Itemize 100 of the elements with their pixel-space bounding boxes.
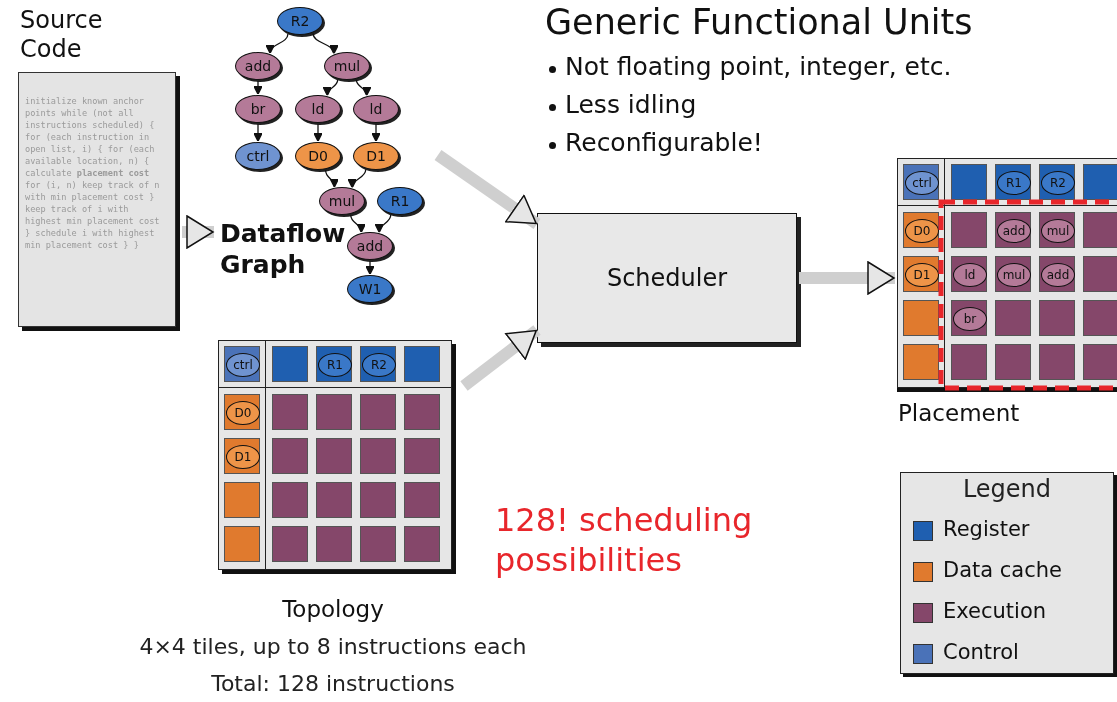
instruction-node: W1 xyxy=(347,275,393,303)
arrow xyxy=(355,79,371,96)
execution-tile xyxy=(404,438,440,474)
instruction-node: ld xyxy=(353,95,399,123)
arrow xyxy=(375,214,392,233)
execution-tile xyxy=(1083,300,1117,336)
register-tile xyxy=(995,164,1031,200)
instruction-node: D0 xyxy=(295,142,341,170)
execution-tile xyxy=(316,482,352,518)
arrow xyxy=(371,123,381,142)
execution-tile xyxy=(995,212,1031,248)
execution-tile xyxy=(1083,212,1117,248)
execution-tile xyxy=(951,256,987,292)
instruction-node: add xyxy=(235,52,281,80)
arrow xyxy=(313,123,323,142)
execution-tile xyxy=(1039,256,1075,292)
instruction-node: add xyxy=(347,232,393,260)
control-tile xyxy=(224,346,260,382)
instruction-node: br xyxy=(235,95,281,123)
arrow xyxy=(253,80,263,95)
heading: Topology xyxy=(281,596,385,622)
instruction-node: mul xyxy=(319,187,365,215)
data-cache-tile xyxy=(224,394,260,430)
register-tile xyxy=(272,346,308,382)
execution-tile xyxy=(360,394,396,430)
arrow xyxy=(365,260,375,275)
arrow xyxy=(312,32,338,55)
data-cache-tile xyxy=(903,300,939,336)
arrow xyxy=(253,123,263,142)
bullet-item: Less idling xyxy=(565,90,697,119)
arrow xyxy=(348,168,367,189)
execution-tile xyxy=(316,526,352,562)
execution-tile xyxy=(951,344,987,380)
execution-tile xyxy=(404,526,440,562)
data-cache-tile xyxy=(224,482,260,518)
instruction-bubble: ctrl xyxy=(226,353,260,377)
instruction-bubble: add xyxy=(997,219,1031,243)
execution-tile xyxy=(360,482,396,518)
register-tile xyxy=(404,346,440,382)
execution-tile xyxy=(1039,344,1075,380)
instruction-bubble: ctrl xyxy=(905,171,939,195)
execution-tile xyxy=(272,438,308,474)
execution-tile xyxy=(316,394,352,430)
execution-tile xyxy=(272,394,308,430)
data-cache-tile xyxy=(903,212,939,248)
instruction-bubble: R1 xyxy=(318,353,352,377)
arrow xyxy=(324,169,339,188)
register-tile xyxy=(316,346,352,382)
execution-tile xyxy=(404,394,440,430)
execution-tile xyxy=(1039,212,1075,248)
execution-tile xyxy=(360,438,396,474)
instruction-bubble: mul xyxy=(1041,219,1075,243)
instruction-node: R1 xyxy=(377,187,423,215)
register-tile xyxy=(1083,164,1117,200)
arrow xyxy=(323,79,339,96)
legend-label: Data cache xyxy=(943,558,1062,582)
data-cache-tile xyxy=(903,256,939,292)
execution-tile xyxy=(951,300,987,336)
instruction-bubble: br xyxy=(953,307,987,331)
legend-label: Execution xyxy=(943,599,1047,623)
instruction-bubble: R2 xyxy=(1041,171,1075,195)
legend-heading: Legend xyxy=(961,475,1053,503)
execution-tile xyxy=(404,482,440,518)
heading: Source Code xyxy=(20,6,104,64)
description: Total: 128 instructions xyxy=(210,671,456,696)
heading: Placement xyxy=(898,400,1020,426)
execution-tile xyxy=(951,212,987,248)
execution-tile xyxy=(1083,256,1117,292)
legend-label: Register xyxy=(943,517,1030,541)
register-tile xyxy=(360,346,396,382)
note: 128! scheduling possibilities xyxy=(495,500,754,580)
instruction-bubble: mul xyxy=(997,263,1031,287)
data-cache-tile xyxy=(224,438,260,474)
execution-tile xyxy=(272,526,308,562)
instruction-bubble: D0 xyxy=(905,219,939,243)
instruction-bubble: D1 xyxy=(226,445,260,469)
execution-tile xyxy=(995,344,1031,380)
instruction-bubble: R2 xyxy=(362,353,396,377)
description: 4×4 tiles, up to 8 instructions each xyxy=(138,634,528,659)
instruction-bubble: ld xyxy=(953,263,987,287)
instruction-node: D1 xyxy=(353,142,399,170)
arrow xyxy=(434,150,541,229)
execution-tile xyxy=(995,300,1031,336)
control-tile xyxy=(903,164,939,200)
execution-tile xyxy=(995,256,1031,292)
instruction-bubble: add xyxy=(1041,263,1075,287)
title: Generic Functional Units xyxy=(545,2,973,42)
instruction-node: ld xyxy=(295,95,341,123)
instruction-node: mul xyxy=(324,52,370,80)
register-tile xyxy=(951,164,987,200)
instruction-bubble: D1 xyxy=(905,263,939,287)
arrow xyxy=(799,261,895,295)
execution-tile xyxy=(272,482,308,518)
instruction-bubble: R1 xyxy=(997,171,1031,195)
register-tile xyxy=(1039,164,1075,200)
legend-label: Control xyxy=(943,640,1019,664)
instruction-bubble: D0 xyxy=(226,401,260,425)
arrow xyxy=(460,325,541,391)
execution-tile xyxy=(1039,300,1075,336)
graph-caption: Dataflow Graph xyxy=(220,218,347,280)
